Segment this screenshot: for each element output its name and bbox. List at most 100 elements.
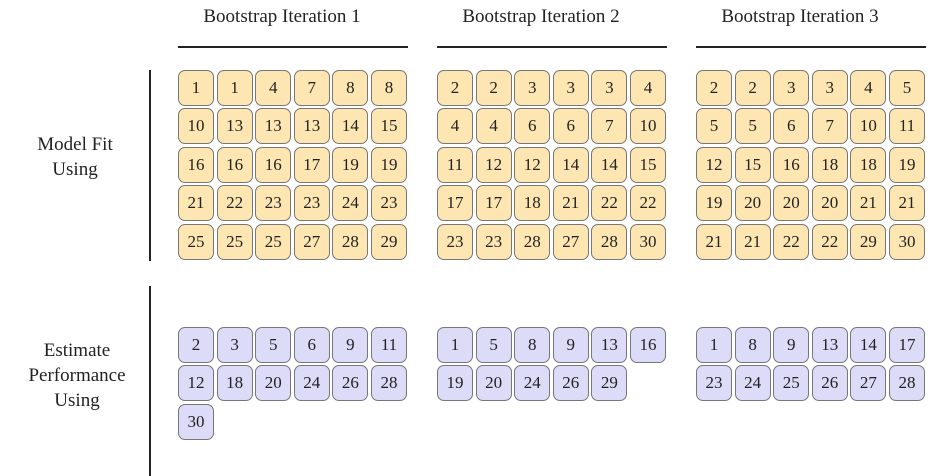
estimate-divider xyxy=(149,286,151,476)
perf-sample-cell: 20 xyxy=(475,365,512,402)
fit-sample-cell: 21 xyxy=(696,223,732,260)
fit-sample-cell: 4 xyxy=(255,70,292,106)
perf-sample-cell: 23 xyxy=(696,365,732,402)
fit-sample-cell: 20 xyxy=(734,185,771,222)
fit-sample-cell: 21 xyxy=(552,185,589,222)
fit-sample-cell: 2 xyxy=(475,70,512,106)
perf-sample-cell: 1 xyxy=(696,327,732,363)
fit-sample-cell: 12 xyxy=(696,146,732,183)
estimate-label-line1: Estimate xyxy=(43,340,111,361)
fit-sample-cell: 29 xyxy=(371,223,407,260)
perf-sample-cell: 1 xyxy=(437,327,473,363)
perf-sample-cell: 28 xyxy=(889,365,925,402)
fit-sample-cell: 17 xyxy=(293,146,330,183)
fit-sample-cell: 21 xyxy=(734,223,771,260)
fit-sample-cell: 23 xyxy=(371,185,407,222)
fit-sample-cell: 14 xyxy=(591,146,628,183)
perf-sample-cell: 20 xyxy=(255,365,292,402)
fit-sample-cell: 25 xyxy=(255,223,292,260)
perf-sample-cell: 29 xyxy=(591,365,628,402)
fit-sample-cell: 19 xyxy=(371,146,407,183)
fit-sample-cell: 23 xyxy=(293,185,330,222)
fit-sample-cell: 20 xyxy=(811,185,848,222)
fit-sample-cell: 25 xyxy=(216,223,253,260)
perf-sample-cell: 26 xyxy=(552,365,589,402)
fit-sample-cell: 22 xyxy=(591,185,628,222)
fit-sample-cell: 22 xyxy=(811,223,848,260)
perf-sample-cell: 11 xyxy=(371,327,407,363)
fit-sample-cell: 25 xyxy=(178,223,214,260)
perf-sample-cell: 24 xyxy=(514,365,551,402)
perf-sample-cell: 28 xyxy=(371,365,407,402)
perf-sample-cell: 2 xyxy=(178,327,214,363)
perf-sample-cell: 19 xyxy=(437,365,473,402)
fit-sample-cell: 17 xyxy=(437,185,473,222)
fit-sample-cell: 18 xyxy=(811,146,848,183)
perf-sample-cell: 5 xyxy=(255,327,292,363)
fit-sample-cell: 17 xyxy=(475,185,512,222)
perf-sample-cell: 9 xyxy=(552,327,589,363)
fit-sample-cell: 7 xyxy=(811,108,848,145)
fit-sample-cell: 19 xyxy=(696,185,732,222)
fit-sample-cell: 22 xyxy=(773,223,810,260)
estimate-label-line3: Using xyxy=(54,390,100,411)
fit-sample-cell: 12 xyxy=(475,146,512,183)
fit-sample-cell: 19 xyxy=(332,146,369,183)
fit-sample-cell: 4 xyxy=(437,108,473,145)
fit-sample-cell: 11 xyxy=(437,146,473,183)
fit-sample-cell: 28 xyxy=(332,223,369,260)
fit-sample-cell: 13 xyxy=(216,108,253,145)
perf-sample-cell: 9 xyxy=(773,327,810,363)
fit-sample-cell: 4 xyxy=(475,108,512,145)
fit-sample-cell: 30 xyxy=(630,223,666,260)
fit-sample-cell: 6 xyxy=(773,108,810,145)
fit-sample-cell: 13 xyxy=(293,108,330,145)
fit-sample-cell: 27 xyxy=(552,223,589,260)
iteration-2-title: Bootstrap Iteration 2 xyxy=(462,6,620,27)
fit-sample-cell: 4 xyxy=(850,70,887,106)
iteration-2-rule xyxy=(437,46,667,48)
fit-sample-cell: 3 xyxy=(773,70,810,106)
fit-sample-cell: 14 xyxy=(332,108,369,145)
fit-sample-cell: 18 xyxy=(514,185,551,222)
fit-sample-cell: 4 xyxy=(630,70,666,106)
perf-sample-cell: 18 xyxy=(216,365,253,402)
fit-sample-cell: 2 xyxy=(696,70,732,106)
fit-sample-cell: 19 xyxy=(889,146,925,183)
perf-sample-cell: 8 xyxy=(734,327,771,363)
fit-sample-cell: 8 xyxy=(332,70,369,106)
fit-sample-cell: 10 xyxy=(178,108,214,145)
perf-sample-cell: 24 xyxy=(293,365,330,402)
fit-sample-cell: 5 xyxy=(889,70,925,106)
fit-sample-cell: 7 xyxy=(293,70,330,106)
perf-sample-cell: 30 xyxy=(178,403,214,440)
perf-sample-cell: 8 xyxy=(514,327,551,363)
fit-sample-cell: 21 xyxy=(889,185,925,222)
fit-sample-cell: 16 xyxy=(178,146,214,183)
fit-sample-cell: 22 xyxy=(630,185,666,222)
iteration-1-title: Bootstrap Iteration 1 xyxy=(203,6,361,27)
perf-sample-cell: 16 xyxy=(630,327,666,363)
fit-sample-cell: 15 xyxy=(734,146,771,183)
fit-sample-cell: 2 xyxy=(734,70,771,106)
perf-sample-cell: 5 xyxy=(475,327,512,363)
fit-sample-cell: 3 xyxy=(591,70,628,106)
fit-sample-cell: 28 xyxy=(591,223,628,260)
fit-sample-cell: 22 xyxy=(216,185,253,222)
fit-sample-cell: 20 xyxy=(773,185,810,222)
fit-sample-cell: 1 xyxy=(178,70,214,106)
fit-sample-cell: 10 xyxy=(630,108,666,145)
fit-sample-cell: 15 xyxy=(371,108,407,145)
fit-sample-cell: 23 xyxy=(475,223,512,260)
fit-sample-cell: 30 xyxy=(889,223,925,260)
estimate-label-line2: Performance xyxy=(28,365,126,386)
fit-sample-cell: 6 xyxy=(514,108,551,145)
fit-sample-cell: 1 xyxy=(216,70,253,106)
perf-sample-cell: 6 xyxy=(293,327,330,363)
fit-sample-cell: 16 xyxy=(216,146,253,183)
perf-sample-cell: 13 xyxy=(591,327,628,363)
fit-sample-cell: 5 xyxy=(734,108,771,145)
fit-sample-cell: 18 xyxy=(850,146,887,183)
fit-sample-cell: 16 xyxy=(773,146,810,183)
